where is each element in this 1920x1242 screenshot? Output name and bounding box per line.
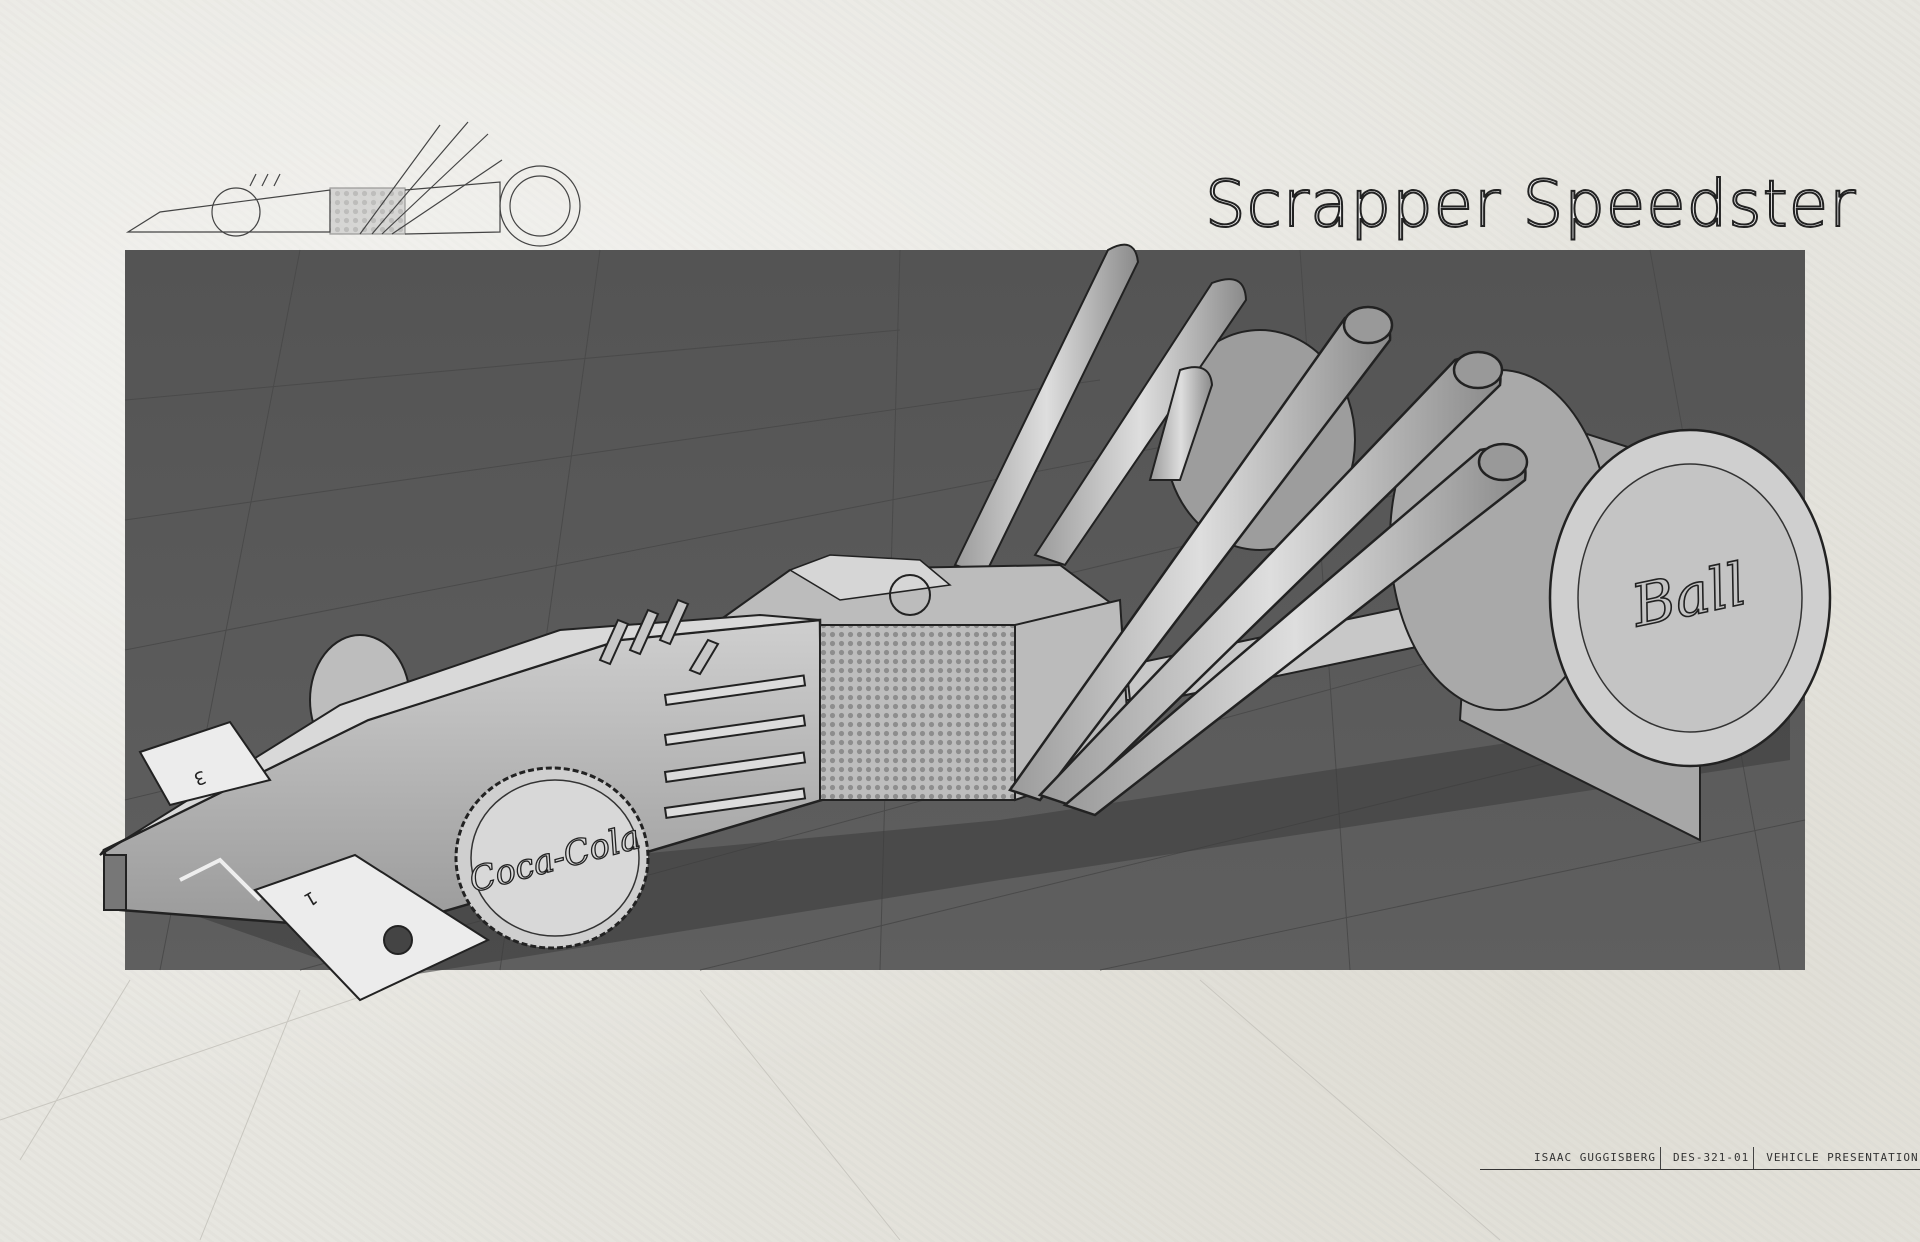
credit-line: ISAAC GUGGISBERG DES-321-01 VEHICLE PRESEN… <box>1530 1147 1920 1169</box>
exhaust-pipes <box>1008 305 1529 817</box>
divider <box>1753 1147 1762 1169</box>
front-wheel-bottle-cap: Coca-Cola <box>454 766 650 950</box>
ruler-wings: 3 1 <box>138 720 491 1002</box>
project-name: VEHICLE PRESENTATION <box>1766 1151 1919 1164</box>
intake-stacks <box>598 598 720 676</box>
signature-rule <box>1480 1169 1920 1170</box>
course-code: DES-321-01 <box>1672 1151 1750 1164</box>
side-view-thumbnail <box>125 121 581 247</box>
divider <box>1659 1147 1669 1169</box>
paper-guide-lines <box>0 979 1501 1241</box>
baseball-bats <box>953 243 1248 577</box>
mesh-grille <box>819 624 1016 801</box>
page-title: Scrapper Speedster <box>1204 167 1857 243</box>
rear-wheel-ball-lid: Ball <box>1389 369 1832 842</box>
author-name: ISAAC GUGGISBERG <box>1534 1151 1656 1164</box>
